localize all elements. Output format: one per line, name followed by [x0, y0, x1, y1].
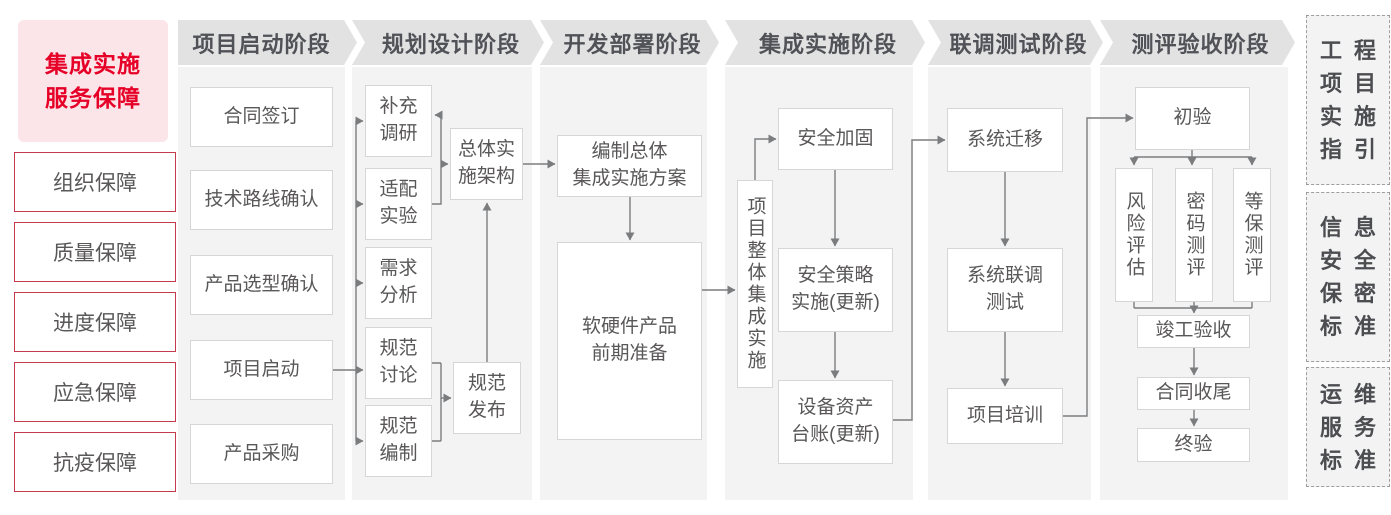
standard-box-om-service: 运维 服务 标准 — [1306, 367, 1390, 487]
flow-box-product-procurement: 产品采购 — [190, 424, 333, 484]
flow-box-overall-integration-impl: 项目整体集成实施 — [737, 180, 773, 388]
flow-box-risk-assessment: 风险评估 — [1115, 168, 1153, 302]
phase-header-joint-test: 联调测试阶段 — [928, 20, 1103, 65]
flow-box-project-training: 项目培训 — [947, 388, 1063, 444]
sidebar-title: 集成实施 服务保障 — [18, 20, 168, 142]
flow-box-adaptation-test: 适配 实验 — [365, 168, 432, 240]
flow-box-product-selection-confirm: 产品选型确认 — [190, 255, 333, 315]
flow-box-requirement-analysis: 需求 分析 — [365, 247, 432, 319]
flow-box-final-acceptance: 终验 — [1137, 428, 1250, 462]
sidebar-item-epidemic: 抗疫保障 — [14, 432, 176, 492]
phase-header-label: 联调测试阶段 — [949, 31, 1088, 57]
flow-box-system-migration: 系统迁移 — [947, 108, 1063, 172]
flow-box-completion-acceptance: 竣工验收 — [1137, 315, 1250, 348]
flow-box-crypto-evaluation: 密码测评 — [1175, 168, 1213, 302]
flow-box-spec-discussion: 规范 讨论 — [365, 327, 432, 399]
flow-box-contract-signing: 合同签订 — [190, 87, 333, 147]
flow-box-project-kickoff: 项目启动 — [190, 340, 333, 400]
phase-header-label: 开发部署阶段 — [563, 31, 702, 57]
flow-box-asset-ledger-update: 设备资产 台账(更新) — [778, 380, 893, 464]
flow-box-tech-route-confirm: 技术路线确认 — [190, 170, 333, 230]
flow-box-mlps-evaluation: 等保测评 — [1233, 168, 1271, 302]
standard-box-project-impl-guide: 工程 项目 实施 指引 — [1306, 15, 1390, 185]
sidebar-item-quality: 质量保障 — [14, 222, 176, 282]
phase-header-label: 测评验收阶段 — [1131, 31, 1270, 57]
flow-box-security-hardening: 安全加固 — [778, 108, 893, 170]
phase-header-label: 规划设计阶段 — [381, 31, 520, 57]
standard-box-infosec-confidentiality: 信息 安全 保密 标准 — [1306, 192, 1390, 362]
phase-header-planning-design: 规划设计阶段 — [352, 20, 544, 65]
flow-box-spec-release: 规范 发布 — [453, 362, 521, 434]
phase-header-dev-deploy: 开发部署阶段 — [540, 20, 719, 65]
flow-box-contract-closure: 合同收尾 — [1137, 377, 1250, 410]
phase-header-label: 项目启动阶段 — [192, 31, 331, 57]
flow-box-spec-compilation: 规范 编制 — [365, 405, 432, 477]
flow-box-hw-sw-preparation: 软硬件产品 前期准备 — [557, 242, 702, 440]
phase-header-project-kickoff: 项目启动阶段 — [178, 20, 357, 65]
sidebar-item-organization: 组织保障 — [14, 152, 176, 212]
sidebar-item-emergency: 应急保障 — [14, 362, 176, 422]
flow-box-overall-impl-architecture: 总体实 施架构 — [450, 128, 523, 200]
flow-box-initial-acceptance: 初验 — [1135, 87, 1250, 150]
flow-box-supplement-research: 补充 调研 — [365, 85, 432, 157]
flow-box-joint-debug-test: 系统联调 测试 — [947, 248, 1063, 332]
phase-header-integration-impl: 集成实施阶段 — [725, 20, 925, 65]
sidebar-item-schedule: 进度保障 — [14, 292, 176, 352]
flow-box-compile-overall-plan: 编制总体 集成实施方案 — [557, 135, 702, 197]
flow-box-security-policy-impl: 安全策略 实施(更新) — [778, 248, 893, 332]
phase-header-eval-acceptance: 测评验收阶段 — [1100, 20, 1295, 65]
phase-header-label: 集成实施阶段 — [758, 31, 897, 57]
